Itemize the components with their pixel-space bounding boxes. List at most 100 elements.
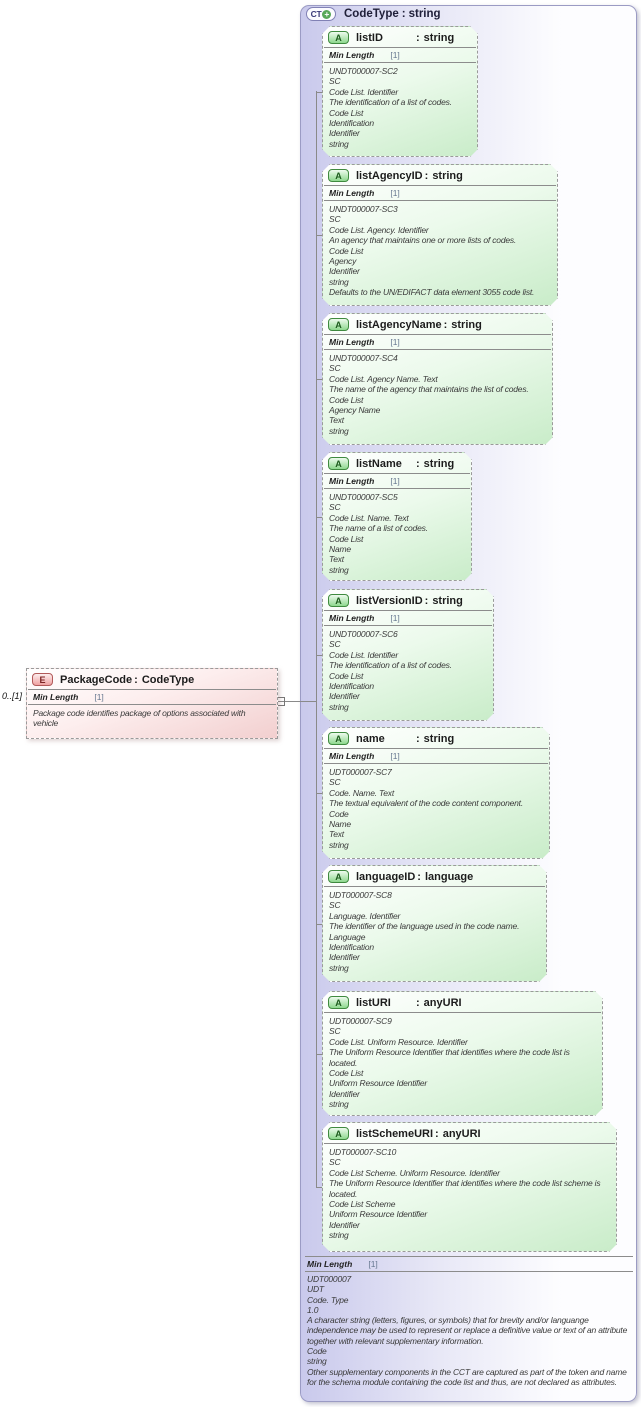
complextype-icon[interactable]: CT + [306,7,336,21]
facet-value: [1] [390,188,400,198]
annotation-line: Code List. Agency Name. Text [329,373,438,384]
attribute-header: A languageID : language [323,866,546,886]
attribute-icon: A [328,318,349,331]
annotation-line: string [329,1099,349,1110]
annotation-line: Identification [329,681,374,692]
facet-value: [1] [390,50,400,60]
annotation-line: Code List. Identifier [329,649,399,660]
facet-name: Min Length [329,337,375,347]
annotation-line: string [329,839,349,850]
annotation-line: Code List [329,1068,364,1079]
attribute-card[interactable]: A name : string Min Length [1] UDT000007… [322,727,550,859]
facet-section: Min Length [1] [323,474,471,489]
attribute-card[interactable]: A listName : string Min Length [1] UNDT0… [322,452,472,581]
annotation-line: The identifier of the language used in t… [329,921,520,932]
annotation-line: Code. Name. Text [329,787,394,798]
annotation-line: Code List [329,245,364,256]
annotation-line: Text [329,415,344,426]
annotation-line: The Uniform Resource Identifier that ide… [329,1178,601,1199]
annotation-line: The identification of a list of codes. [329,660,452,671]
annotation-line: Identifier [329,266,360,277]
attribute-type: language [424,870,474,883]
attribute-header: A listAgencyID : string [323,165,557,185]
connector-stub [316,924,322,925]
attribute-card[interactable]: A listAgencyID : string Min Length [1] U… [322,164,558,306]
divider [324,62,476,63]
attribute-icon: A [328,457,349,470]
annotation-line: The Uniform Resource Identifier that ide… [329,1047,570,1068]
element-type: CodeType [141,673,195,686]
annotation-line: string [329,1230,349,1241]
facet-value: [1] [94,692,104,702]
annotation-line: Language. Identifier [329,910,401,921]
colon-separator: : [443,318,448,331]
attribute-icon: A [328,732,349,745]
colon-separator: : [417,870,421,883]
attribute-icon: A [328,169,349,182]
annotation-line: UDT [307,1284,324,1295]
annotation-line: Identifier [329,128,360,139]
annotation-line: UNDT000007-SC5 [329,492,398,502]
annotation-line: 1.0 [307,1304,319,1315]
attribute-type: string [423,31,455,44]
divider [324,1012,601,1013]
facet-section: Min Length [1] [323,48,477,63]
divider [28,689,276,690]
annotation-line: Identifier [329,691,360,702]
attribute-card[interactable]: A listID : string Min Length [1] UNDT000… [322,26,478,157]
annotation-line: Code List [329,533,364,544]
annotation-line: Other supplementary components in the CC… [307,1366,627,1387]
facet-section: Min Length [1] [323,186,557,201]
attribute-header: A listAgencyName : string [323,314,552,334]
attribute-name: listID [356,31,383,44]
annotation-line: UNDT000007-SC3 [329,204,398,214]
annotation-line: Code List Scheme [329,1199,396,1210]
attribute-type: string [432,169,463,182]
attribute-type: string [432,594,463,607]
annotation-line: Code [329,808,349,819]
facet-name: Min Length [329,476,375,486]
connector-stub [316,517,322,518]
attribute-name: listURI [356,996,391,1009]
colon-separator: : [424,169,429,182]
divider [324,473,470,474]
annotation-line: Name [329,819,351,830]
annotation-line: Name [329,544,351,555]
complextype-title: CT + CodeType:string [306,7,441,21]
annotation-line: Identification [329,118,374,129]
connector-stub [316,235,322,236]
attribute-name: name [356,732,385,745]
attribute-card[interactable]: A listVersionID : string Min Length [1] … [322,589,494,721]
colon-separator: : [435,1127,439,1140]
facet-name: Min Length [329,50,375,60]
annotation-line: Code List. Identifier [329,86,399,97]
annotation-line: string [329,425,349,436]
attribute-type: string [423,732,455,745]
attribute-header: A listVersionID : string [323,590,493,610]
cardinality-label: 0..[1] [2,691,23,701]
divider [324,185,556,186]
annotation-line: SC [329,900,341,911]
facet-value: [1] [390,476,400,486]
divider [324,334,551,335]
colon-separator: : [416,996,420,1009]
element-annotation: Package code identifies package of optio… [27,705,277,733]
annotation-line: Identifier [329,1088,360,1099]
annotation-line: SC [329,777,341,788]
attribute-card[interactable]: A listAgencyName : string Min Length [1]… [322,313,553,445]
complextype-name: CodeType [344,8,399,20]
annotation-line: SC [329,639,341,650]
annotation-line: Code List. Uniform Resource. Identifier [329,1036,468,1047]
element-packagecode-card[interactable]: E PackageCode : CodeType Min Length [1] … [26,668,278,739]
